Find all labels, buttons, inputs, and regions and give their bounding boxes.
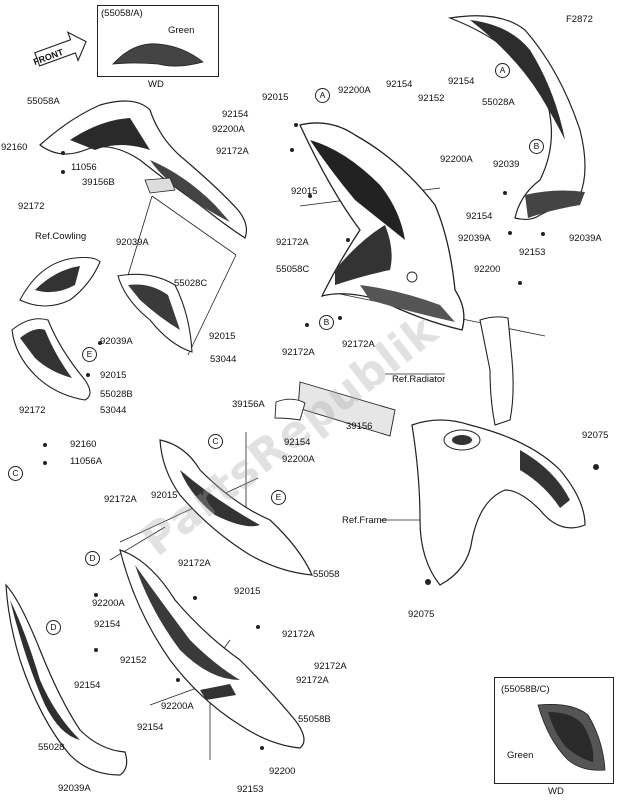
label-92075-a: 92075: [582, 430, 609, 441]
inset-top-part: [112, 43, 204, 67]
label-92172a-a: 92172A: [216, 146, 249, 157]
label-92154-f: 92154: [94, 619, 121, 630]
label-39156b: 39156B: [82, 177, 115, 188]
label-92200a-e: 92200A: [92, 598, 125, 609]
label-92152-a: 92152: [418, 93, 445, 104]
ref-frame: Ref.Frame: [342, 515, 387, 526]
label-92172a-g: 92172A: [282, 629, 315, 640]
label-92015-d: 92015: [100, 370, 127, 381]
label-92152-b: 92152: [120, 655, 147, 666]
callout-e-2: E: [271, 490, 286, 505]
label-92172a-c: 92172A: [282, 347, 315, 358]
label-92154-e: 92154: [284, 437, 311, 448]
label-55058: 55058: [313, 569, 340, 580]
label-92172a-f: 92172A: [178, 558, 211, 569]
label-39156a: 39156A: [232, 399, 265, 410]
inset-top-color-label: Green: [168, 25, 195, 36]
label-92200-b: 92200: [269, 766, 296, 777]
label-92039a-c: 92039A: [116, 237, 149, 248]
cowling-55058: [159, 439, 313, 576]
label-92015-a: 92015: [262, 92, 289, 103]
cowling-55058b: [119, 549, 305, 749]
label-92172-a: 92172: [18, 201, 45, 212]
label-92015-c: 92015: [209, 331, 236, 342]
callout-a-1: A: [315, 88, 330, 103]
label-92200-a: 92200: [474, 264, 501, 275]
label-11056a: 11056A: [70, 456, 103, 467]
label-92039a-a: 92039A: [458, 233, 491, 244]
label-92160-b: 92160: [70, 439, 97, 450]
radiator-cover: [479, 316, 514, 426]
callout-a-2: A: [495, 63, 510, 78]
ref-radiator: Ref.Radiator: [392, 374, 446, 385]
label-92154-a: 92154: [222, 109, 249, 120]
label-55028b: 55028B: [100, 389, 133, 400]
label-92039a-d: 92039A: [100, 336, 133, 347]
label-92015-f: 92015: [234, 586, 261, 597]
label-92200a-f: 92200A: [161, 701, 194, 712]
callout-e-1: E: [82, 347, 97, 362]
frame: [411, 419, 586, 586]
label-92172a-b: 92172A: [276, 237, 309, 248]
label-39156: 39156: [346, 421, 373, 432]
label-11056: 11056: [71, 162, 97, 173]
label-55058c: 55058C: [276, 264, 310, 275]
label-92154-g: 92154: [74, 680, 101, 691]
label-92172-b: 92172: [19, 405, 46, 416]
callout-b-2: B: [319, 315, 334, 330]
inset-bottom: (55058B/C) Green: [494, 677, 614, 784]
label-53044-b: 53044: [100, 405, 127, 416]
label-53044-a: 53044: [210, 354, 237, 365]
label-92154-b: 92154: [386, 79, 413, 90]
inset-bottom-title: (55058B/C): [501, 684, 550, 695]
label-92200a-d: 92200A: [282, 454, 315, 465]
label-92200a-a: 92200A: [212, 124, 245, 135]
callout-b-1: B: [529, 139, 544, 154]
inset-top-code: WD: [148, 79, 164, 90]
label-92200a-b: 92200A: [338, 85, 371, 96]
label-55028c: 55028C: [174, 278, 208, 289]
inset-top-title: (55058/A): [101, 8, 143, 19]
label-92160-a: 92160: [1, 142, 28, 153]
label-55028a: 55028A: [482, 97, 515, 108]
strip-39156: [297, 381, 396, 437]
ref-cowling: Ref.Cowling: [35, 231, 87, 242]
label-92200a-c: 92200A: [440, 154, 473, 165]
panel-55028: [5, 583, 128, 776]
label-92075-b: 92075: [408, 609, 435, 620]
label-92015-e: 92015: [151, 490, 178, 501]
inset-top: (55058/A) Green: [97, 5, 219, 77]
label-92015-b: 92015: [291, 186, 318, 197]
label-92154-c: 92154: [448, 76, 475, 87]
figure-code: F2872: [566, 14, 593, 25]
label-92154-h: 92154: [137, 722, 164, 733]
inset-bottom-code: WD: [548, 786, 564, 797]
inset-bottom-color-label: Green: [507, 750, 534, 761]
label-92039: 92039: [493, 159, 520, 170]
label-55058b: 55058B: [298, 714, 331, 725]
inset-bottom-part: [537, 704, 606, 771]
label-92172a-d: 92172A: [342, 339, 375, 350]
label-92154-d: 92154: [466, 211, 493, 222]
label-92153-a: 92153: [519, 247, 546, 258]
label-92172a-h: 92172A: [314, 661, 347, 672]
callout-c-2: C: [208, 434, 223, 449]
label-92172a-i: 92172A: [296, 675, 329, 686]
label-55058a: 55058A: [27, 96, 60, 107]
callout-c-1: C: [8, 466, 23, 481]
label-92039a-e: 92039A: [58, 783, 91, 794]
label-92039a-b: 92039A: [569, 233, 602, 244]
label-92153-b: 92153: [237, 784, 264, 795]
label-92172a-e: 92172A: [104, 494, 137, 505]
callout-d-2: D: [46, 620, 61, 635]
label-55028: 55028: [38, 742, 65, 753]
callout-d-1: D: [85, 551, 100, 566]
strip-39156a: [274, 398, 306, 421]
